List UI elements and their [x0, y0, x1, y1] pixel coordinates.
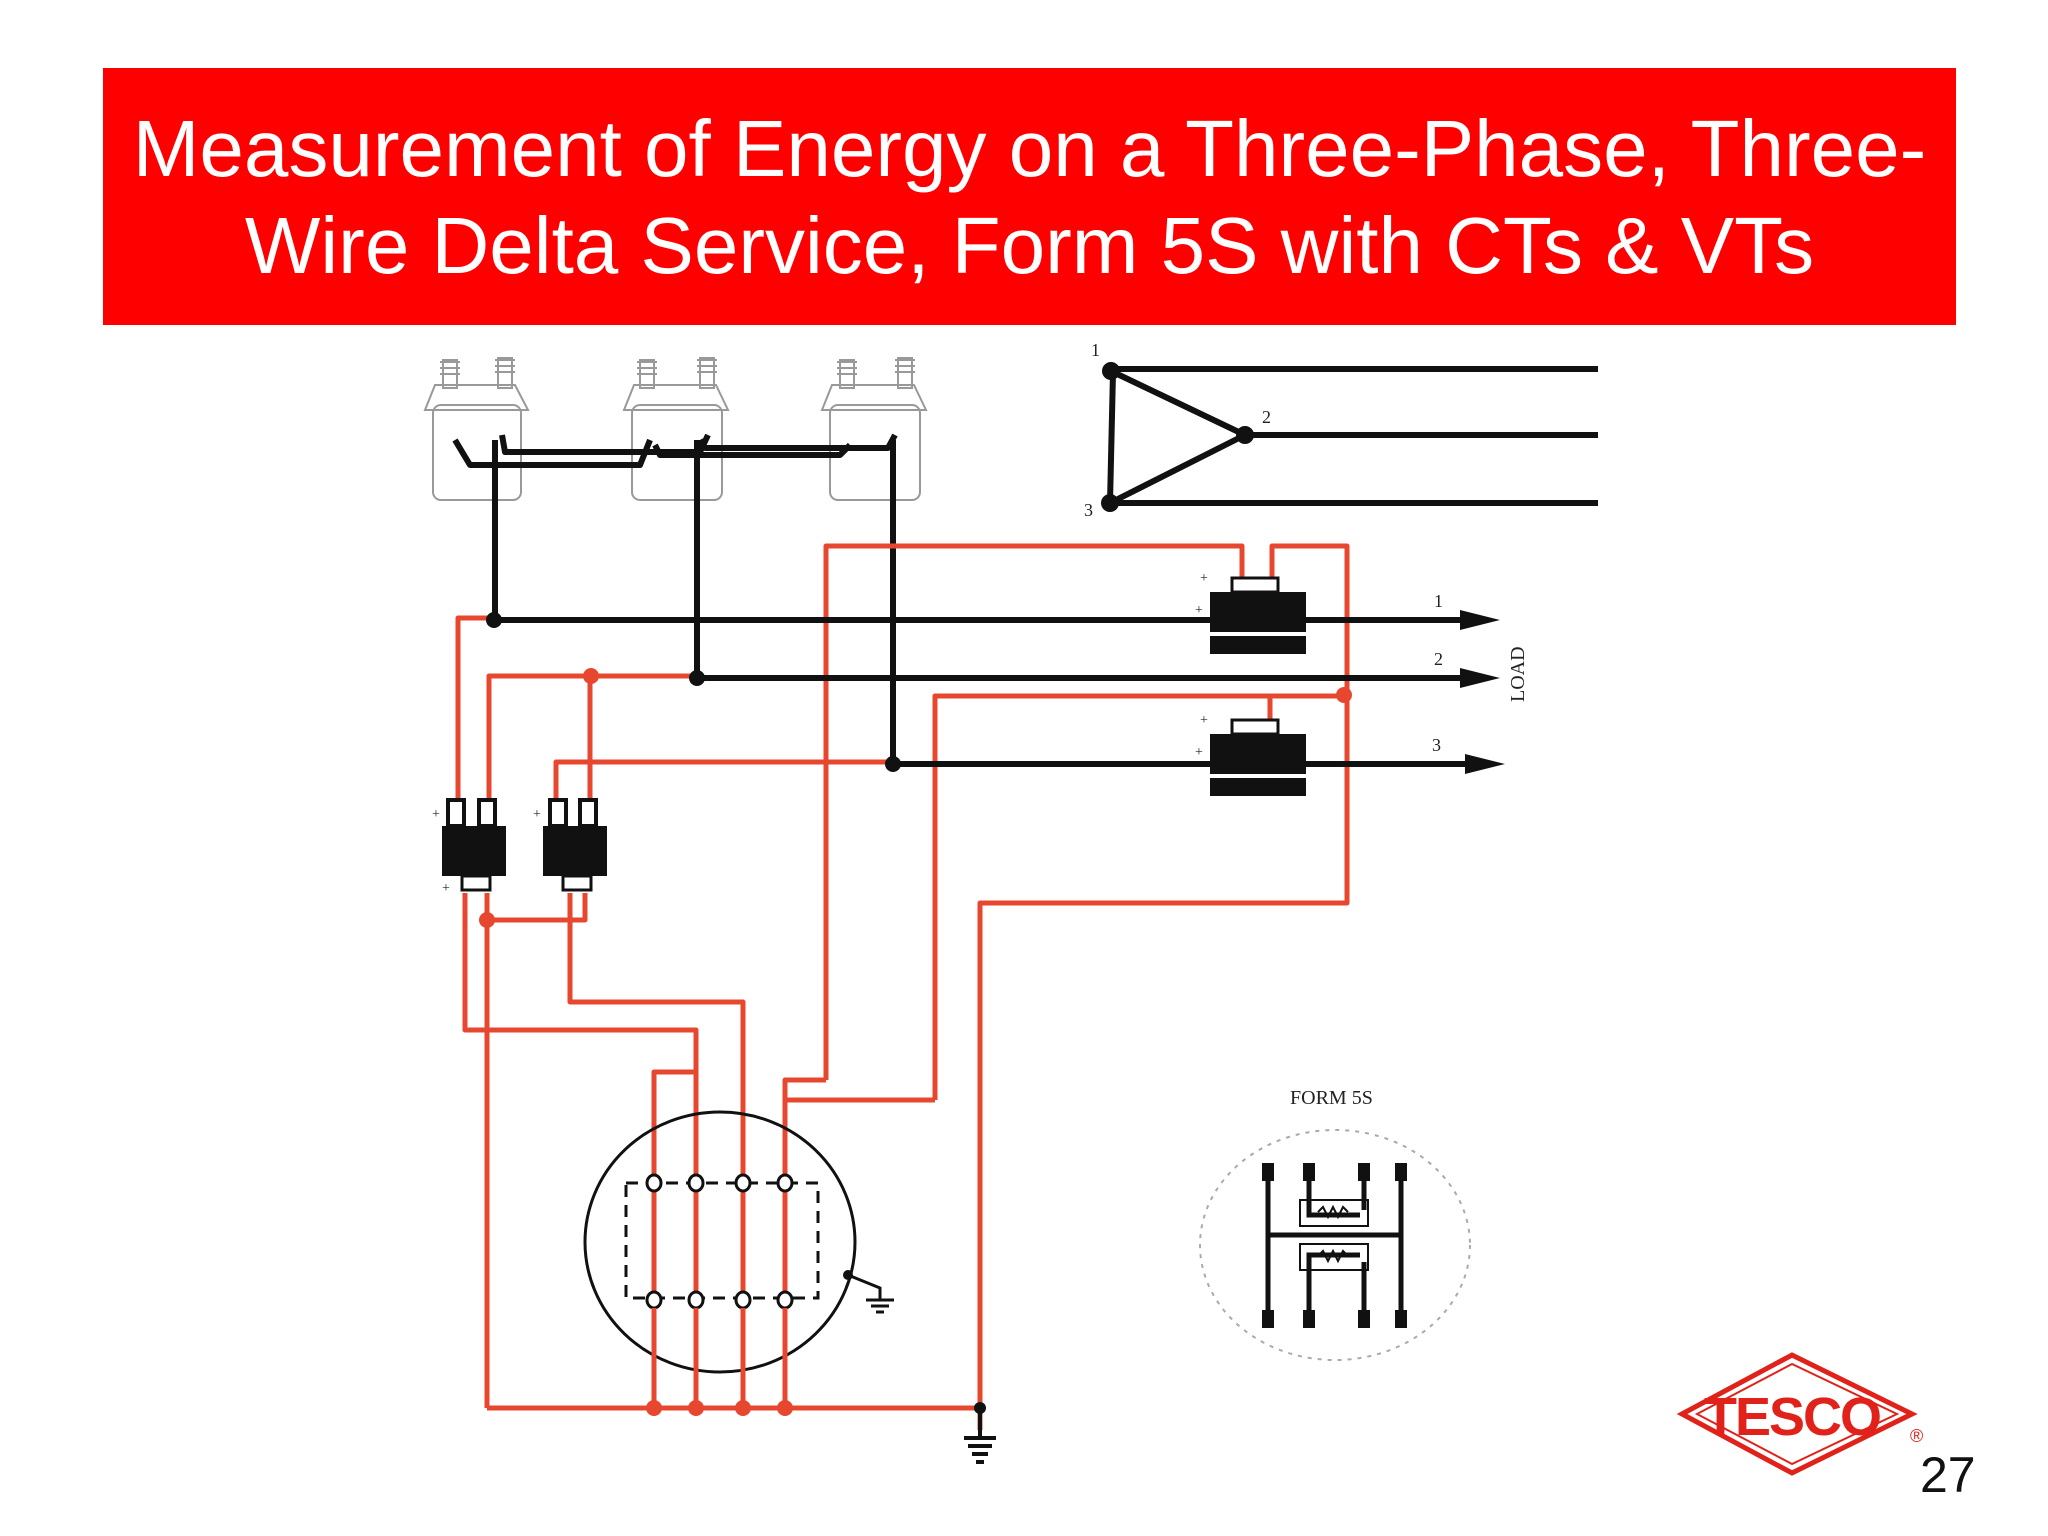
transformer-interconnects: [452, 433, 898, 765]
line-2-label: 2: [1434, 649, 1443, 669]
svg-text:+: +: [1200, 713, 1208, 728]
line-1-arrow-icon: [1460, 610, 1500, 630]
transformer-1-icon: [423, 357, 530, 501]
svg-text:+: +: [1200, 571, 1208, 586]
tesco-logo: TESCO ®: [1676, 1352, 1923, 1476]
page-number: 27: [1920, 1447, 1976, 1503]
current-transformer-1-icon: + +: [1195, 571, 1306, 654]
voltage-transformer-bank: [423, 357, 928, 501]
form-5s-label: FORM 5S: [1290, 1087, 1373, 1109]
potential-transformer-1-icon: + +: [432, 798, 506, 896]
meter-ground-icon: [866, 1298, 894, 1314]
delta-node-1-label: 1: [1091, 340, 1100, 360]
delta-node-3-label: 3: [1084, 500, 1093, 520]
transformer-2-icon: [622, 357, 730, 501]
line-3-label: 3: [1432, 735, 1441, 755]
svg-text:+: +: [432, 807, 440, 822]
line-2-arrow-icon: [1460, 668, 1500, 688]
line-conductors: [494, 617, 1480, 767]
line-3-arrow-icon: [1465, 754, 1505, 774]
transformer-3-icon: [820, 357, 928, 501]
registered-mark: ®: [1910, 1426, 1923, 1446]
current-transformer-2-icon: + +: [1195, 713, 1306, 796]
line-junctions: [486, 612, 901, 772]
system-ground-icon: [964, 1402, 996, 1464]
slide-title-line-2: Wire Delta Service, Form 5S with CTs & V…: [244, 200, 1815, 290]
svg-text:+: +: [1195, 603, 1203, 618]
svg-text:+: +: [533, 807, 541, 822]
delta-node-2-label: 2: [1262, 407, 1271, 427]
line-1-label: 1: [1434, 591, 1443, 611]
meter-socket: [583, 1110, 882, 1408]
svg-text:+: +: [1195, 745, 1203, 760]
potential-transformer-2-icon: +: [533, 798, 607, 892]
slide-title-line-1: Measurement of Energy on a Three-Phase, …: [132, 103, 1927, 193]
svg-text:+: +: [442, 881, 450, 896]
tesco-logo-text: TESCO: [1704, 1387, 1880, 1447]
line-arrows: [1460, 610, 1505, 774]
form-5s-inset: [1199, 1129, 1471, 1361]
load-label: LOAD: [1507, 646, 1529, 702]
delta-source: [1101, 362, 1598, 512]
title-banner: Measurement of Energy on a Three-Phase, …: [103, 68, 1956, 325]
